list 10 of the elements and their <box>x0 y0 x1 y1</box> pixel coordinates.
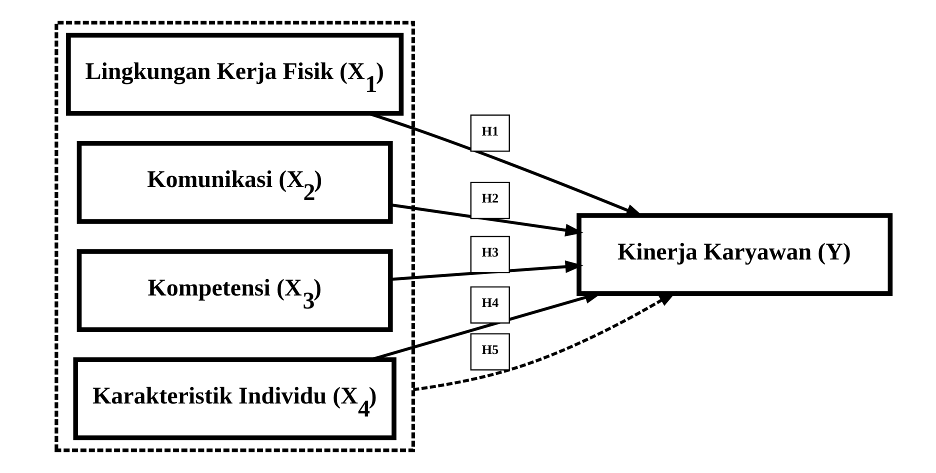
arrow <box>412 291 676 392</box>
edge-label: H2 <box>481 190 498 206</box>
node-box: Kinerja Karyawan (Y) <box>576 213 892 296</box>
edge-label: H5 <box>481 342 498 357</box>
cluster <box>54 20 415 452</box>
edge-label: H1 <box>481 123 498 138</box>
arrow <box>390 260 583 281</box>
edge-label: H4 <box>481 295 498 310</box>
edge-label: H3 <box>481 244 498 260</box>
arrow <box>390 203 583 236</box>
